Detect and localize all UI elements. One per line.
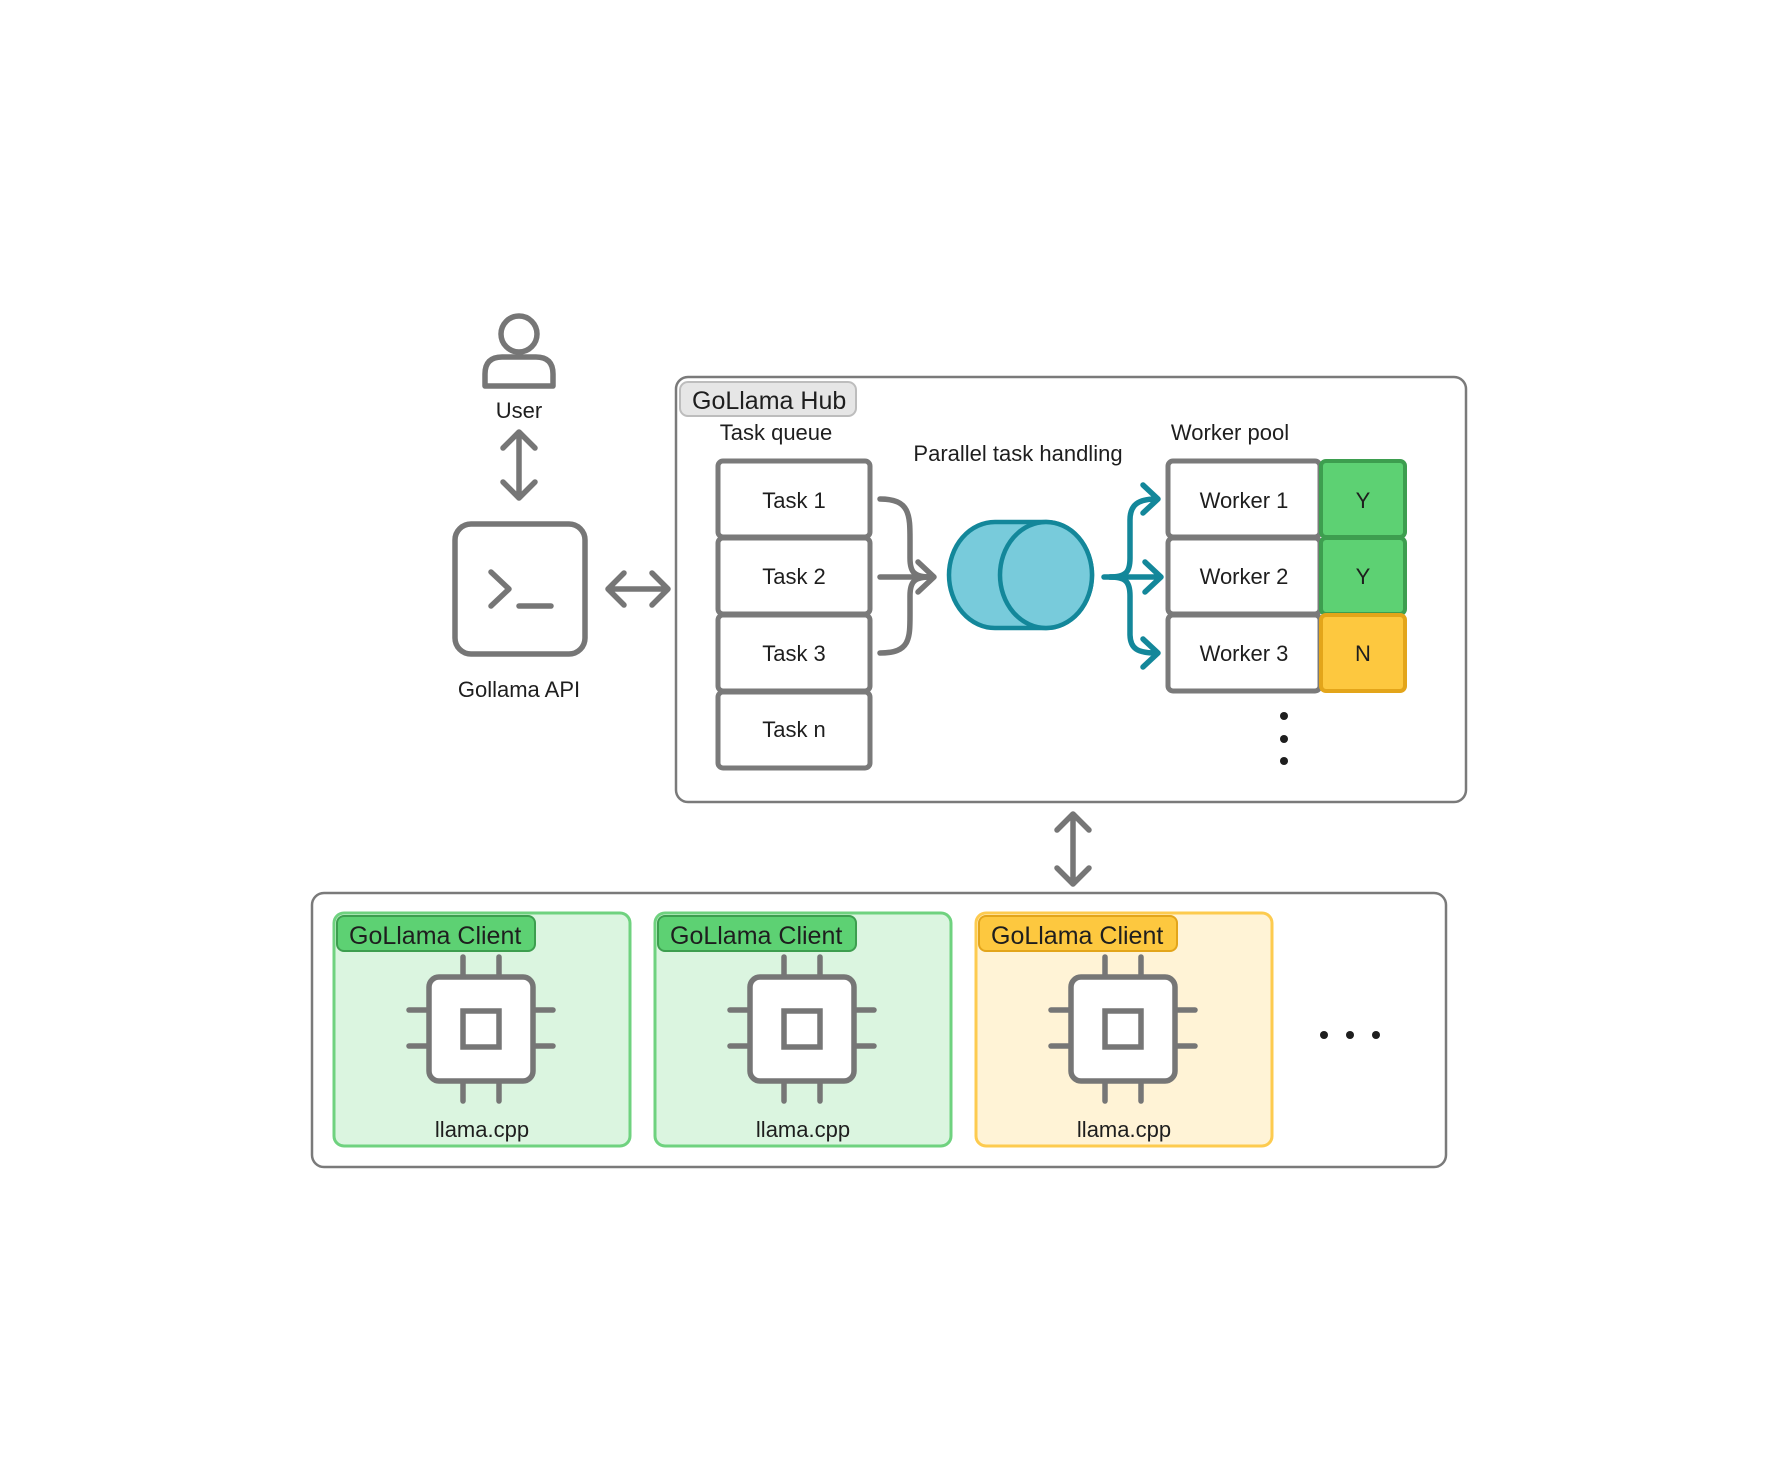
user-api-arrow <box>500 429 538 501</box>
client-card: GoLlama Client llama.cpp <box>974 911 1274 1148</box>
worker-row: Worker 3 N <box>1165 612 1407 694</box>
worker-row: Worker 2 Y <box>1165 535 1407 617</box>
client-label: llama.cpp <box>1077 1117 1171 1142</box>
task-item: Task 2 <box>715 535 873 617</box>
client-title-tag <box>336 915 536 952</box>
client-title: GoLlama Client <box>991 922 1163 950</box>
worker-pool-label: Worker pool <box>1171 420 1289 445</box>
chip-icon <box>1048 954 1198 1104</box>
client-title: GoLlama Client <box>670 922 842 950</box>
more-workers-ellipsis <box>1280 712 1288 765</box>
task-label: Task 3 <box>762 641 826 666</box>
client-title-tag <box>978 915 1178 952</box>
worker-label: Worker 3 <box>1200 641 1289 666</box>
task-label: Task 1 <box>762 488 826 513</box>
hub-clients-arrow <box>1054 811 1092 887</box>
chip-icon <box>406 954 556 1104</box>
client-label: llama.cpp <box>756 1117 850 1142</box>
parallel-label: Parallel task handling <box>913 441 1122 466</box>
task-item: Task n <box>715 689 873 771</box>
worker-status-badge <box>1319 613 1407 693</box>
task-queue: Task queue Task 1 Task 2 Task 3 Task n <box>715 420 873 771</box>
client-label: llama.cpp <box>435 1117 529 1142</box>
worker-status: N <box>1355 641 1371 666</box>
user-label: User <box>496 398 542 423</box>
worker-pool: Worker pool Worker 1 Y Worker 2 Y Worker… <box>1165 420 1407 765</box>
task-label: Task n <box>762 717 826 742</box>
task-label: Task 2 <box>762 564 826 589</box>
task-queue-label: Task queue <box>720 420 833 445</box>
task-item: Task 1 <box>715 458 873 540</box>
hub-title-tag <box>679 381 857 417</box>
worker-status: Y <box>1356 564 1371 589</box>
chip-icon <box>727 954 877 1104</box>
hub-title: GoLlama Hub <box>692 387 846 415</box>
task-merge-arrow <box>877 496 937 656</box>
api-hub-arrow <box>605 570 671 608</box>
cylinder-icon <box>946 519 1095 631</box>
task-item: Task 3 <box>715 612 873 694</box>
more-clients-ellipsis <box>1320 1031 1380 1039</box>
user-icon <box>482 313 556 389</box>
client-card: GoLlama Client llama.cpp <box>332 911 632 1148</box>
worker-status: Y <box>1356 488 1371 513</box>
worker-row: Worker 1 Y <box>1165 458 1407 540</box>
client-card: GoLlama Client llama.cpp <box>653 911 953 1148</box>
user-node: User <box>482 313 556 423</box>
worker-dispatch-arrows <box>1101 482 1164 670</box>
worker-label: Worker 2 <box>1200 564 1289 589</box>
api-label: Gollama API <box>458 677 580 702</box>
api-node: Gollama API <box>452 521 588 702</box>
terminal-icon <box>452 521 588 657</box>
parallel-handling: Parallel task handling <box>913 441 1123 631</box>
worker-label: Worker 1 <box>1200 488 1289 513</box>
client-title: GoLlama Client <box>349 922 521 950</box>
client-title-tag <box>657 915 857 952</box>
